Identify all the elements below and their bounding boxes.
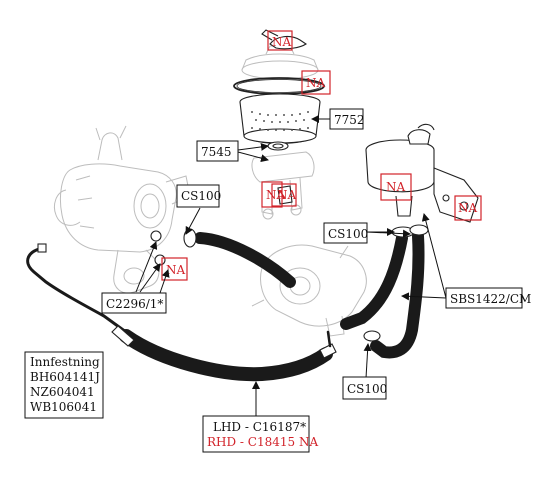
na-box-top xyxy=(267,30,293,51)
note-line-3: NZ604041 xyxy=(30,385,95,399)
label-box-pipe xyxy=(202,415,310,453)
label-box-cs100-left xyxy=(176,184,220,208)
leader-lines xyxy=(135,115,447,416)
note-box xyxy=(24,351,104,419)
label-cs100-bottom: CS100 xyxy=(347,382,387,396)
reservoir-return-hose xyxy=(340,232,408,330)
na-box-ring xyxy=(301,70,331,95)
label-box-cs100-right xyxy=(323,222,368,244)
label-na-bracket: NA xyxy=(458,201,478,215)
label-7752: 7752 xyxy=(334,113,365,127)
label-box-sbs1422 xyxy=(445,287,523,309)
label-na-top: NA xyxy=(272,35,292,49)
label-box-cs100-bottom xyxy=(342,376,387,400)
gasket xyxy=(267,141,289,151)
label-7545: 7545 xyxy=(201,145,232,159)
note-line-2: BH604141J xyxy=(30,370,100,384)
pressure-pipe xyxy=(26,243,337,382)
label-sbs1422: SBS1422/CM xyxy=(450,292,531,306)
label-c2296: C2296/1* xyxy=(106,297,163,311)
label-box-c2296 xyxy=(101,292,167,314)
label-box-7752 xyxy=(329,108,364,130)
label-na-reservoir: NA xyxy=(386,180,406,194)
label-na-c2296: NA xyxy=(166,263,186,277)
filter-lid-outline xyxy=(241,45,319,80)
note-line-1: Innfestning xyxy=(30,355,100,369)
reservoir xyxy=(365,123,479,223)
label-rhd-pipe: RHD - C18415 NA xyxy=(207,435,318,449)
label-na-ring: NA xyxy=(306,76,326,90)
na-box-c2296 xyxy=(161,257,188,281)
label-lhd-pipe: LHD - C16187* xyxy=(213,420,306,434)
label-na-valve: NA xyxy=(277,188,297,202)
filter-housing xyxy=(251,151,315,220)
label-na-pump-small: NA xyxy=(266,188,286,202)
label-cs100-right: CS100 xyxy=(328,227,368,241)
label-cs100-left: CS100 xyxy=(181,189,221,203)
na-box-bracket xyxy=(454,195,482,221)
label-box-7545 xyxy=(196,140,239,162)
na-box-pump-small xyxy=(261,181,283,208)
wing-nut xyxy=(261,29,307,50)
na-box-valve xyxy=(271,183,297,207)
note-line-4: WB106041 xyxy=(30,400,97,414)
sbs-hose xyxy=(370,230,425,359)
na-box-reservoir xyxy=(380,173,412,201)
low-pressure-hose-top xyxy=(194,232,296,288)
filter-element xyxy=(239,93,321,144)
